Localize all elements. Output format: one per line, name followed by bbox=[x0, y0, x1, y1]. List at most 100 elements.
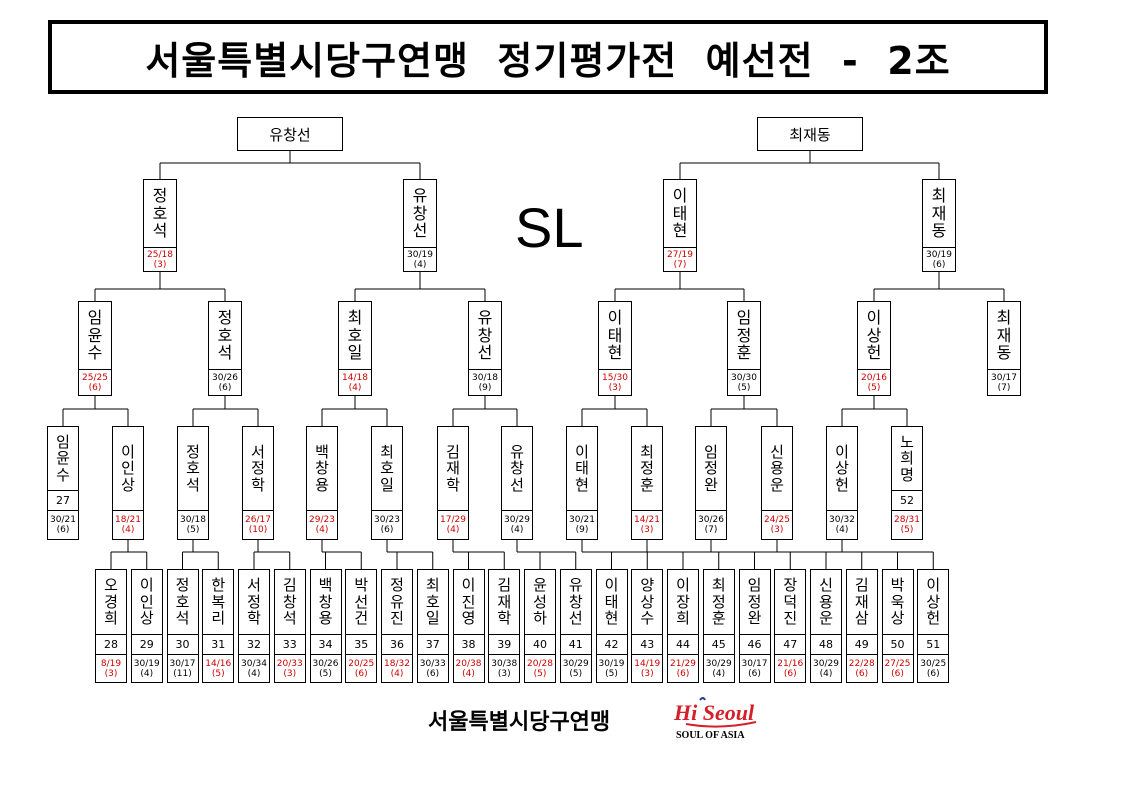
name-char: 호 bbox=[186, 459, 200, 478]
name-char: 학 bbox=[497, 609, 512, 628]
score-value: 30/30 bbox=[731, 372, 757, 383]
score-value: 30/29 bbox=[813, 658, 839, 669]
name-char: 덕 bbox=[783, 592, 798, 611]
innings-value: (4) bbox=[462, 668, 475, 679]
match-score: 30/19(4) bbox=[131, 654, 162, 682]
match-score: 14/21(3) bbox=[632, 510, 662, 539]
name-char: 이 bbox=[866, 308, 882, 328]
innings-value: (7) bbox=[704, 525, 718, 535]
name-char: 신 bbox=[819, 576, 833, 595]
name-char: 선 bbox=[354, 592, 369, 611]
name-char: 용 bbox=[770, 459, 784, 478]
name-char: 현 bbox=[604, 609, 619, 628]
name-char: 백 bbox=[315, 442, 329, 461]
score-value: 30/21 bbox=[569, 515, 595, 525]
match-score: 30/17(7) bbox=[988, 369, 1020, 395]
logo-main-text: Hi Seoul bbox=[673, 700, 755, 725]
name-char: 태 bbox=[607, 325, 623, 345]
name-char: 인 bbox=[139, 592, 154, 611]
seed-number: 36 bbox=[382, 634, 412, 655]
match-score: 30/23(6) bbox=[372, 510, 402, 539]
seed-number: 31 bbox=[203, 634, 234, 655]
innings-value: (5) bbox=[867, 382, 881, 393]
innings-value: (6) bbox=[88, 382, 102, 393]
name-char: 리 bbox=[211, 609, 226, 628]
innings-value: (4) bbox=[315, 525, 329, 535]
match-score: 24/25(3) bbox=[762, 510, 792, 539]
name-char: 노 bbox=[900, 432, 914, 451]
seed-number: 39 bbox=[489, 634, 520, 655]
name-char: 삼 bbox=[854, 609, 869, 628]
name-char: 신 bbox=[770, 442, 784, 461]
innings-value: (6) bbox=[380, 525, 394, 535]
innings-value: (4) bbox=[510, 525, 524, 535]
score-value: 30/17 bbox=[991, 372, 1017, 383]
name-char: 최 bbox=[380, 442, 394, 461]
name-char: 상 bbox=[890, 609, 905, 628]
name-char: 김 bbox=[854, 576, 869, 595]
name-char: 헌 bbox=[926, 609, 941, 628]
name-char: 정 bbox=[704, 459, 718, 478]
match-score: 27/19(7) bbox=[664, 247, 696, 271]
seed-number: 42 bbox=[596, 634, 627, 655]
name-char: 현 bbox=[607, 343, 623, 363]
sl-label: SL bbox=[515, 196, 584, 259]
name-char: 완 bbox=[704, 475, 718, 494]
name-char: 호 bbox=[217, 325, 233, 345]
innings-value: (5) bbox=[900, 525, 914, 535]
name-char: 정 bbox=[175, 576, 190, 595]
innings-value: (3) bbox=[770, 525, 784, 535]
innings-value: (5) bbox=[533, 668, 547, 679]
name-char: 창 bbox=[412, 203, 428, 223]
name-char: 창 bbox=[568, 592, 583, 611]
name-char: 용 bbox=[315, 475, 329, 494]
innings-value: (10) bbox=[248, 525, 268, 535]
match-score: 21/29(6) bbox=[668, 654, 698, 682]
name-char: 유 bbox=[477, 308, 493, 328]
score-value: 20/28 bbox=[527, 658, 553, 669]
name-char: 윤 bbox=[56, 449, 70, 468]
match-score: 20/33(3) bbox=[274, 654, 305, 682]
name-char: 이 bbox=[835, 442, 849, 461]
innings-value: (9) bbox=[478, 382, 492, 393]
seed-number: 49 bbox=[846, 634, 877, 655]
name-char: 정 bbox=[390, 576, 404, 595]
name-char: 일 bbox=[347, 343, 363, 363]
match-score: 14/18(4) bbox=[339, 369, 371, 395]
name-char: 희 bbox=[900, 449, 914, 468]
name-char: 동 bbox=[996, 343, 1012, 363]
name-char: 수 bbox=[640, 609, 655, 628]
match-score: 20/25(6) bbox=[346, 654, 377, 682]
name-char: 재 bbox=[446, 459, 460, 478]
match-score: 18/21(4) bbox=[113, 510, 143, 539]
name-char: 현 bbox=[672, 221, 688, 241]
name-char: 최 bbox=[425, 576, 440, 595]
name-char: 운 bbox=[770, 475, 784, 494]
seed-number: 45 bbox=[703, 634, 734, 655]
name-char: 학 bbox=[251, 475, 265, 494]
score-value: 14/19 bbox=[634, 658, 661, 669]
match-score: 30/25(6) bbox=[918, 654, 949, 682]
seed-number: 32 bbox=[239, 634, 269, 655]
